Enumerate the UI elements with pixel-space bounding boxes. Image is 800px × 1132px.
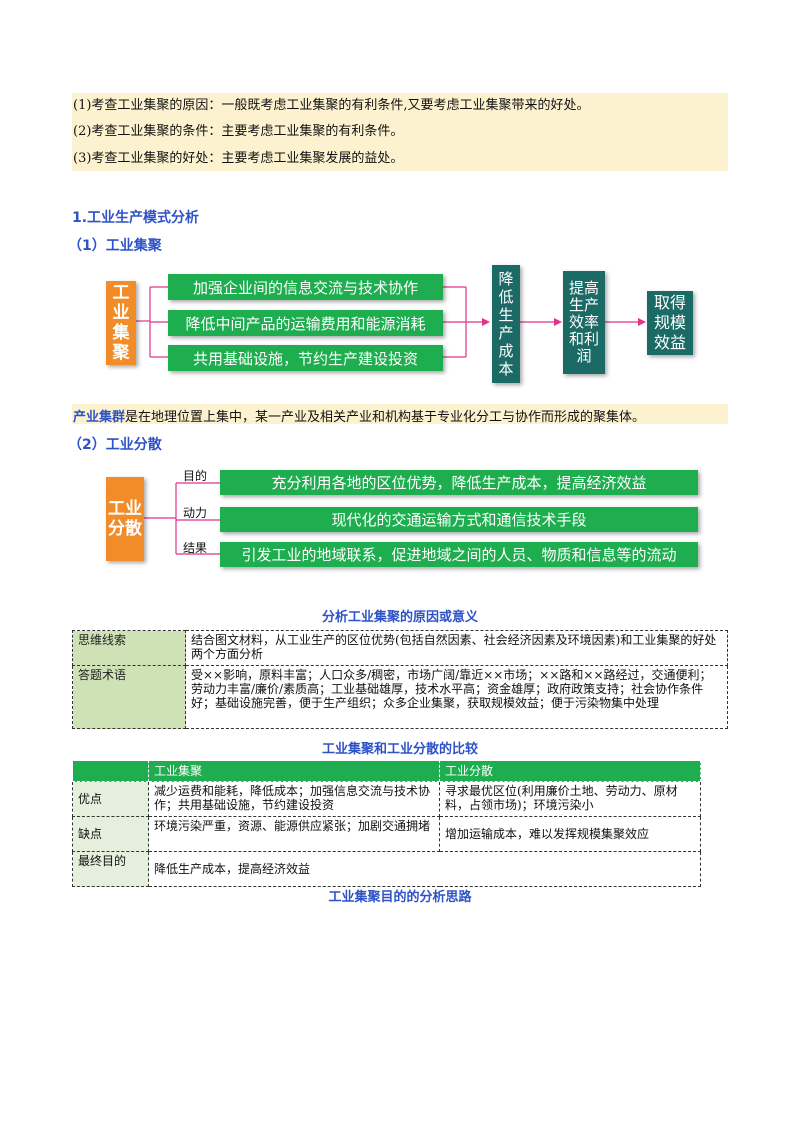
dispersion-root-box: 工业分散 — [106, 477, 144, 561]
advantages-agglomeration: 减少运费和能耗，降低成本；加强信息交流与技术协作；共用基础设施，节约建设投资 — [148, 781, 440, 817]
intro-line-2: (2)考查工业集聚的条件：主要考虑工业集聚的有利条件。 — [73, 124, 404, 139]
tip-box — [72, 93, 728, 171]
label-purpose: 目的 — [183, 469, 208, 483]
agglomeration-item-3: 共用基础设施，节约生产建设投资 — [168, 345, 443, 371]
definition-line: 产业集群是在地理位置上集中，某一产业及相关产业和机构基于专业化分工与协作而形成的… — [73, 406, 645, 425]
agglomeration-root-box: 工业集聚 — [106, 281, 136, 365]
disadvantages-agglomeration: 环境污染严重，资源、能源供应紧张；加剧交通拥堵 — [148, 816, 440, 852]
intro-line-3: (3)考查工业集聚的好处：主要考虑工业集聚发展的益处。 — [73, 151, 404, 166]
table2-caption: 工业集聚和工业分散的比较 — [321, 742, 478, 757]
label-driver: 动力 — [183, 506, 208, 520]
agglomeration-item-1: 加强企业间的信息交流与技术协作 — [168, 274, 443, 300]
final-goal-text: 降低生产成本，提高经济效益 — [148, 851, 701, 887]
table-row: 缺点 环境污染严重，资源、能源供应紧张；加剧交通拥堵 增加运输成本，难以发挥规模… — [72, 816, 701, 852]
dispersion-item-driver: 现代化的交通运输方式和通信技术手段 — [220, 507, 698, 532]
table-header-row: 工业集聚 工业分散 — [72, 760, 701, 782]
header-agglomeration: 工业集聚 — [148, 760, 440, 782]
dispersion-item-purpose: 充分利用各地的区位优势，降低生产成本，提高经济效益 — [220, 470, 698, 495]
analysis-table: 思维线索 结合图文材料，从工业生产的区位优势(包括自然因素、社会经济因素及环境因… — [72, 630, 728, 729]
table-row: 优点 减少运费和能耗，降低成本；加强信息交流与技术协作；共用基础设施，节约建设投… — [72, 781, 701, 817]
header-empty — [72, 760, 149, 782]
comparison-table: 工业集聚 工业分散 优点 减少运费和能耗，降低成本；加强信息交流与技术协作；共用… — [72, 760, 701, 887]
raise-efficiency-box: 提高生产效率和利润 — [563, 271, 605, 374]
table1-caption: 分析工业集聚的原因或意义 — [321, 610, 478, 625]
thinking-clue-label: 思维线索 — [72, 630, 186, 666]
thinking-clue-text: 结合图文材料，从工业生产的区位优势(包括自然因素、社会经济因素及环境因素)和工业… — [185, 630, 728, 666]
dispersion-item-result: 引发工业的地域联系，促进地域之间的人员、物质和信息等的流动 — [220, 542, 698, 567]
dispersion-connectors — [144, 482, 220, 555]
advantages-label: 优点 — [72, 781, 149, 817]
footer-caption: 工业集聚目的的分析思路 — [328, 890, 472, 905]
disadvantages-dispersion: 增加运输成本，难以发挥规模集聚效应 — [439, 816, 701, 852]
advantages-dispersion: 寻求最优区位(利用廉价土地、劳动力、原材料，占领市场)；环境污染小 — [439, 781, 701, 817]
reduce-cost-box: 降低生产成本 — [492, 265, 520, 383]
table-row: 最终目的 降低生产成本，提高经济效益 — [72, 851, 701, 887]
section-title: 1.工业生产模式分析 — [72, 210, 200, 226]
answer-terms-text: 受××影响，原料丰富；人口众多/稠密，市场广阔/靠近××市场；××路和××路经过… — [185, 665, 728, 729]
definition-box — [72, 404, 728, 424]
table-row: 思维线索 结合图文材料，从工业生产的区位优势(包括自然因素、社会经济因素及环境因… — [72, 630, 728, 666]
agglomeration-item-2: 降低中间产品的运输费用和能源消耗 — [168, 310, 443, 336]
subsection-dispersion: （2）工业分散 — [68, 437, 162, 453]
agglomeration-connectors — [136, 286, 646, 358]
intro-line-1: (1)考查工业集聚的原因：一般既考虑工业集聚的有利条件,又要考虑工业集聚带来的好… — [73, 98, 590, 113]
final-goal-label: 最终目的 — [72, 851, 149, 887]
subsection-agglomeration: （1）工业集聚 — [68, 238, 162, 254]
definition-text: 是在地理位置上集中，某一产业及相关产业和机构基于专业化分工与协作而形成的聚集体。 — [125, 410, 646, 425]
disadvantages-label: 缺点 — [72, 816, 149, 852]
answer-terms-label: 答题术语 — [72, 665, 186, 729]
header-dispersion: 工业分散 — [439, 760, 701, 782]
scale-benefit-box: 取得规模效益 — [647, 291, 693, 355]
label-result: 结果 — [183, 541, 208, 555]
table-row: 答题术语 受××影响，原料丰富；人口众多/稠密，市场广阔/靠近××市场；××路和… — [72, 665, 728, 729]
definition-term: 产业集群 — [73, 410, 126, 425]
